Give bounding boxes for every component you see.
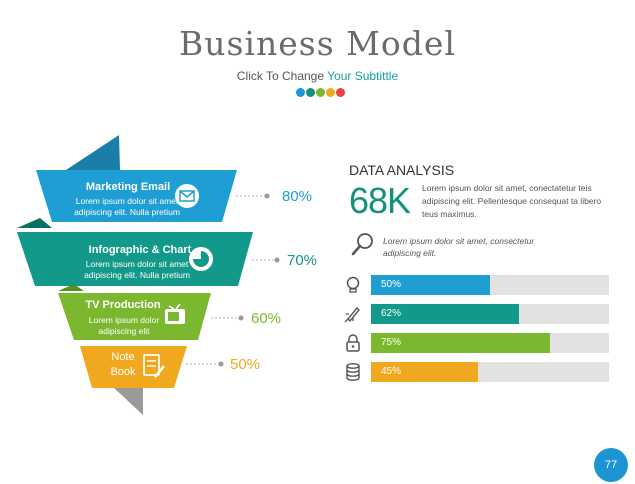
progress-bar-1: 50% [371, 275, 609, 295]
rocket-icon [344, 306, 360, 323]
progress-bar-4: 45% [371, 362, 609, 382]
funnel-band-3 [58, 293, 211, 340]
subtitle-prefix: Click To Change [236, 69, 325, 83]
envelope-icon-flap [179, 190, 195, 198]
color-dot-teal [306, 88, 315, 97]
color-dot-blue [296, 88, 305, 97]
band-1-percent: 80% [282, 188, 313, 205]
slide-title: Business Model [178, 24, 456, 63]
database-icon [346, 363, 360, 381]
band-3-percent: 60% [251, 310, 282, 327]
notebook-icon [143, 354, 160, 376]
envelope-icon [175, 184, 199, 208]
band-2-body-line-2: adipiscing elit. Nulla pretium [84, 270, 190, 280]
progress-fill-4 [371, 362, 479, 382]
leader-dot-4 [218, 361, 224, 367]
subtitle-accent: Your Subtittle [327, 69, 399, 83]
band-3-body-line-2: adipiscing elit [98, 326, 150, 336]
slide-subtitle: Click To Change Your Subtittle [0, 69, 635, 83]
color-dot-orange [326, 88, 335, 97]
notebook-icon-pen [154, 365, 165, 378]
envelope-icon-body [179, 190, 195, 202]
padlock-icon [346, 334, 360, 352]
progress-label-1: 50% [381, 279, 402, 290]
leader-dot-2 [274, 257, 280, 263]
funnel-ribbon-top [66, 135, 120, 170]
band-4-title: Note [111, 351, 135, 363]
band-2-body: Lorem ipsum dolor sit amet adipiscing el… [62, 259, 212, 281]
leader-dot-1 [264, 193, 270, 199]
progress-label-4: 45% [381, 366, 402, 377]
progress-bar-2: 62% [371, 304, 609, 324]
data-analysis-big-number: 68K [349, 180, 411, 221]
progress-label-2: 62% [381, 308, 402, 319]
funnel-graphic [17, 135, 280, 415]
progress-fill-1 [371, 275, 490, 295]
progress-label-3: 75% [381, 337, 402, 348]
color-dot-green [316, 88, 325, 97]
search-icon [351, 233, 373, 256]
progress-fill-2 [371, 304, 519, 324]
funnel-fold-2 [17, 218, 52, 228]
progress-fill-3 [371, 333, 550, 353]
band-4-percent: 50% [230, 356, 261, 373]
tv-icon-screen [168, 312, 179, 321]
band-2-percent: 70% [287, 252, 318, 269]
funnel-band-2 [17, 232, 253, 286]
tv-icon-antenna-left [168, 305, 175, 310]
leader-dot-3 [238, 315, 244, 321]
color-dots [296, 88, 345, 98]
funnel-band-1 [36, 170, 237, 222]
band-2-body-line-1: Lorem ipsum dolor sit amet [85, 259, 189, 269]
band-1-body: Lorem ipsum dolor sit amet adipiscing el… [52, 196, 202, 218]
data-analysis-text: Lorem ipsum dolor sit amet, conectatetur… [422, 183, 602, 219]
funnel-band-4 [80, 346, 187, 388]
pie-chart-icon-slice [193, 251, 209, 267]
lightbulb-icon [346, 276, 360, 293]
progress-bar-3: 75% [371, 333, 609, 353]
tv-icon-antenna-right [175, 303, 181, 310]
page-number-badge: 77 [594, 448, 628, 482]
band-1-body-line-2: adipiscing elit. Nulla pretium [74, 207, 180, 217]
color-dot-red [336, 88, 345, 97]
funnel-fold-3 [58, 284, 84, 291]
band-3-body-line-1: Lorem ipsum dolor [88, 315, 160, 325]
band-4-title-2: Book [110, 366, 136, 378]
band-3-title: TV Production [85, 299, 161, 311]
band-3-body: Lorem ipsum dolor adipiscing elit [72, 315, 176, 337]
data-analysis-heading: DATA ANALYSIS [349, 162, 455, 178]
band-1-body-line-1: Lorem ipsum dolor sit amet [75, 196, 179, 206]
search-description: Lorem ipsum dolor sit amet, consectetur … [383, 236, 535, 258]
band-1-title: Marketing Email [85, 181, 171, 193]
band-2-title: Infographic & Chart [88, 244, 192, 256]
